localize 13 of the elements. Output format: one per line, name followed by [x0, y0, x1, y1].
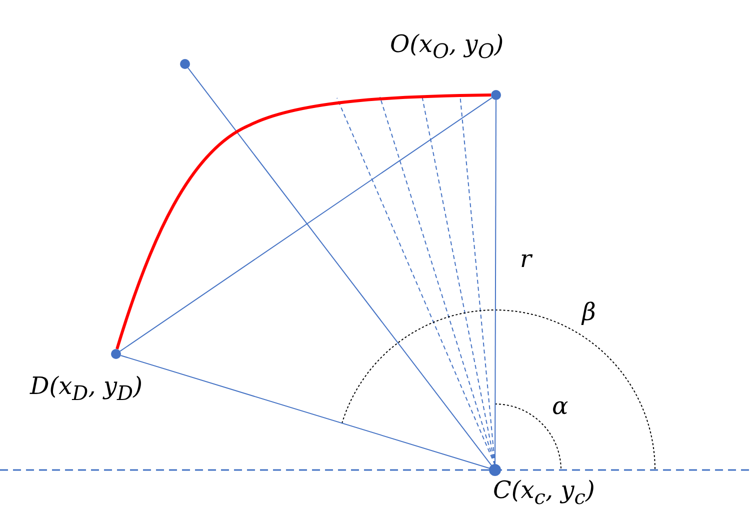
point-marker — [489, 464, 501, 476]
line — [120, 354, 491, 470]
point-label: D(x$_{D}$, y$_{D}$) — [30, 372, 142, 405]
point-label: C(x$_{c}$, y$_{c}$) — [493, 476, 595, 509]
angle-label: β — [582, 298, 596, 326]
point-marker — [111, 349, 121, 359]
length-label: r — [520, 245, 532, 273]
line — [188, 67, 492, 467]
point-marker — [180, 59, 190, 69]
point-label: O(x$_{O}$, y$_{O}$) — [390, 30, 504, 63]
line — [494, 100, 496, 466]
point-marker — [491, 90, 501, 100]
angle-label: α — [552, 392, 568, 420]
